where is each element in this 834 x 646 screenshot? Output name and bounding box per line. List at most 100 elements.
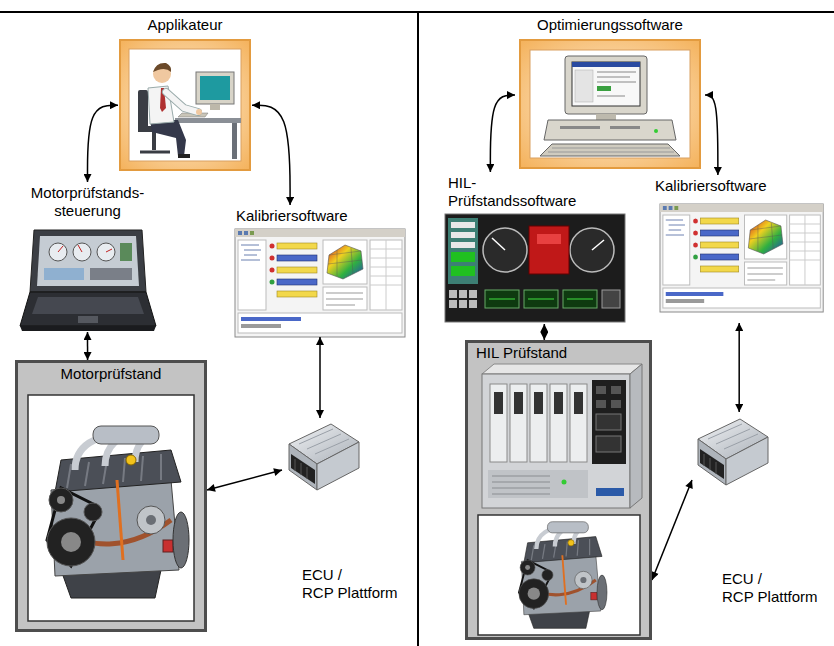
calibration-screenshot (235, 229, 405, 337)
hil-rack-illustration (570, 384, 587, 462)
node-label: Kalibriersoftware (655, 177, 767, 195)
connector-arrow (490, 95, 515, 172)
workstation-illustration (565, 56, 647, 114)
hil-rack-illustration (482, 364, 642, 508)
node-label: Motorprüfstands- steuerung (31, 184, 144, 220)
hil-rack-illustration (510, 384, 527, 462)
workstation-illustration (654, 129, 658, 133)
engineer-illustration (140, 151, 170, 154)
hil-rack-illustration (574, 392, 583, 414)
ecu-illustration (698, 419, 768, 485)
engine-illustration (47, 426, 189, 598)
hil-rack-illustration (611, 400, 621, 408)
engineer-illustration (152, 132, 156, 150)
hil-rack-illustration (630, 364, 642, 508)
laptop-illustration (73, 243, 91, 261)
tool-box: Kalibriersoftware (652, 175, 830, 323)
workstation-illustration (596, 114, 616, 120)
hil-bench-fill (465, 340, 652, 640)
connector-arrow (207, 470, 282, 490)
engineer-illustration (129, 49, 241, 161)
ecu-illustration (289, 424, 359, 490)
engineer-illustration (166, 92, 198, 112)
hil-software-screenshot (451, 222, 475, 228)
connector-arrow (652, 480, 692, 580)
hil-rack-illustration (492, 488, 550, 489)
hil-software-screenshot (602, 290, 620, 308)
engineer-illustration (232, 123, 237, 159)
hil-rack-illustration (492, 482, 550, 483)
hil-software-screenshot (592, 240, 604, 250)
engineer-illustration (175, 118, 241, 123)
hil-rack-illustration (530, 384, 547, 462)
laptop-illustration (120, 243, 132, 261)
engineer-illustration (150, 120, 186, 156)
hil-rack-illustration (482, 374, 630, 508)
node-label: ECU / RCP Plattform (722, 570, 818, 606)
workstation-illustration (520, 40, 700, 168)
laptop-illustration (78, 316, 98, 323)
hil-software-screenshot (449, 300, 457, 308)
hil-software-screenshot (528, 299, 554, 300)
hil-rack-illustration (596, 488, 624, 496)
workstation-illustration (544, 120, 676, 140)
node-label: Motorprüfstand (61, 365, 162, 383)
hil-rack-illustration (482, 364, 642, 374)
hil-software-screenshot (489, 299, 515, 300)
hil-software-screenshot (451, 252, 475, 262)
engine-frame (478, 515, 640, 635)
bench-box: HIL Prüfstand (465, 340, 652, 640)
hil-software-screenshot (485, 290, 519, 308)
ecu-box: ECU / RCP Plattform (692, 412, 828, 612)
node-label: Applikateur (147, 16, 222, 34)
engine-illustration (519, 522, 607, 629)
engineer-illustration (178, 154, 190, 158)
hil-software-screenshot (529, 226, 569, 274)
workstation-illustration (572, 62, 640, 67)
laptop-illustration (90, 268, 132, 280)
connector-arrow (88, 105, 119, 182)
hil-rack-illustration (534, 392, 543, 414)
hil-software-screenshot (459, 290, 467, 298)
hil-software-screenshot (524, 290, 558, 308)
connector-arrow (252, 105, 290, 205)
hil-rack-illustration (492, 494, 550, 495)
node-label: Optimierungssoftware (537, 16, 683, 34)
workstation-illustration (572, 62, 640, 106)
connector-arrow (738, 323, 740, 412)
engineer-illustration (166, 92, 198, 112)
test-bench-fill (15, 360, 207, 632)
hil-software-screenshot (469, 300, 477, 308)
hil-software-screenshot (492, 238, 505, 250)
ecu-box: ECU / RCP Plattform (282, 418, 407, 608)
laptop-illustration (58, 246, 63, 252)
hil-rack-illustration (611, 386, 621, 394)
hil-rack-illustration (492, 476, 550, 477)
laptop-illustration (20, 230, 156, 331)
hil-rack-illustration (490, 384, 507, 462)
hil-software-screenshot (451, 232, 475, 238)
engineer-illustration (196, 109, 202, 115)
laptop-illustration (20, 292, 156, 326)
hil-software-screenshot (445, 214, 625, 322)
hil-rack-illustration (562, 480, 567, 485)
workstation-illustration (597, 72, 636, 73)
hil-rack-illustration (596, 386, 606, 394)
connector-arrow (544, 324, 546, 340)
workstation-illustration (530, 50, 690, 158)
workstation-illustration (552, 148, 670, 149)
node-label: HIL- Prüfstandssoftware (448, 174, 576, 210)
laptop-illustration (30, 230, 146, 292)
connector-arrow (87, 332, 89, 360)
workstation-illustration (548, 152, 674, 153)
role-frame: Applikateur (118, 14, 252, 174)
hil-software-screenshot (570, 228, 614, 272)
engineer-illustration (200, 76, 230, 100)
hil-software-screenshot (567, 299, 593, 300)
hil-software-screenshot (445, 214, 625, 322)
hil-rack-illustration (550, 384, 567, 462)
workstation-illustration (560, 126, 600, 129)
hil-software-screenshot (537, 234, 561, 244)
hil-rack-illustration (596, 400, 606, 408)
